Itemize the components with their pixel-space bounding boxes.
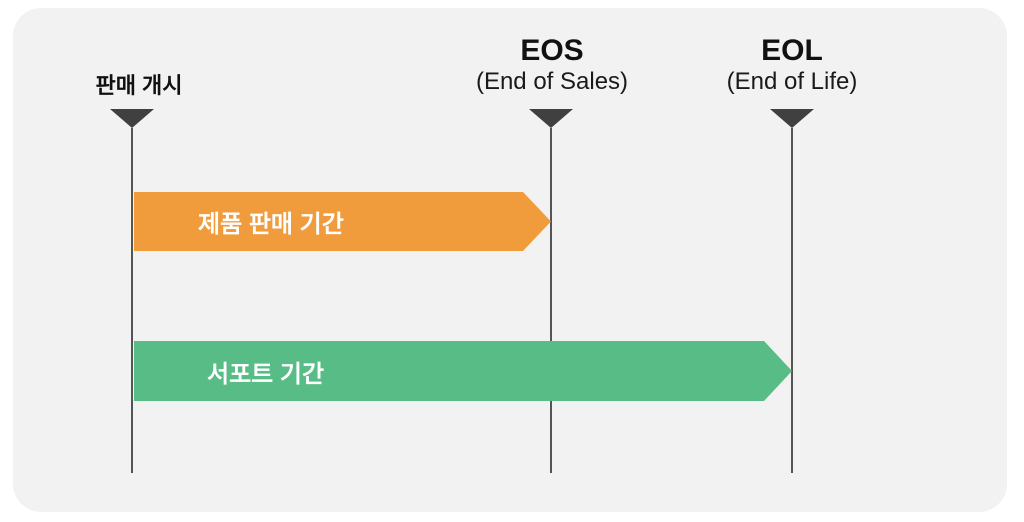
- marker-label-eol: EOL: [761, 34, 823, 67]
- marker-label-eos: EOS: [520, 34, 584, 67]
- timeline-line-sales-start: [131, 128, 133, 473]
- bar-label-product-sales-period: 제품 판매 기간: [198, 211, 344, 238]
- bar-support-period: 서포트 기간: [134, 341, 792, 401]
- diagram-panel: [13, 8, 1007, 512]
- timeline-line-eos: [550, 128, 552, 473]
- bar-product-sales-period: 제품 판매 기간: [134, 192, 551, 251]
- bar-label-support-period: 서포트 기간: [207, 360, 325, 388]
- timeline-line-eol: [791, 128, 793, 473]
- marker-label-sales-start: 판매 개시: [95, 73, 183, 98]
- marker-sublabel-eol: (End of Life): [726, 68, 858, 95]
- marker-sublabel-eos: (End of Sales): [475, 68, 629, 95]
